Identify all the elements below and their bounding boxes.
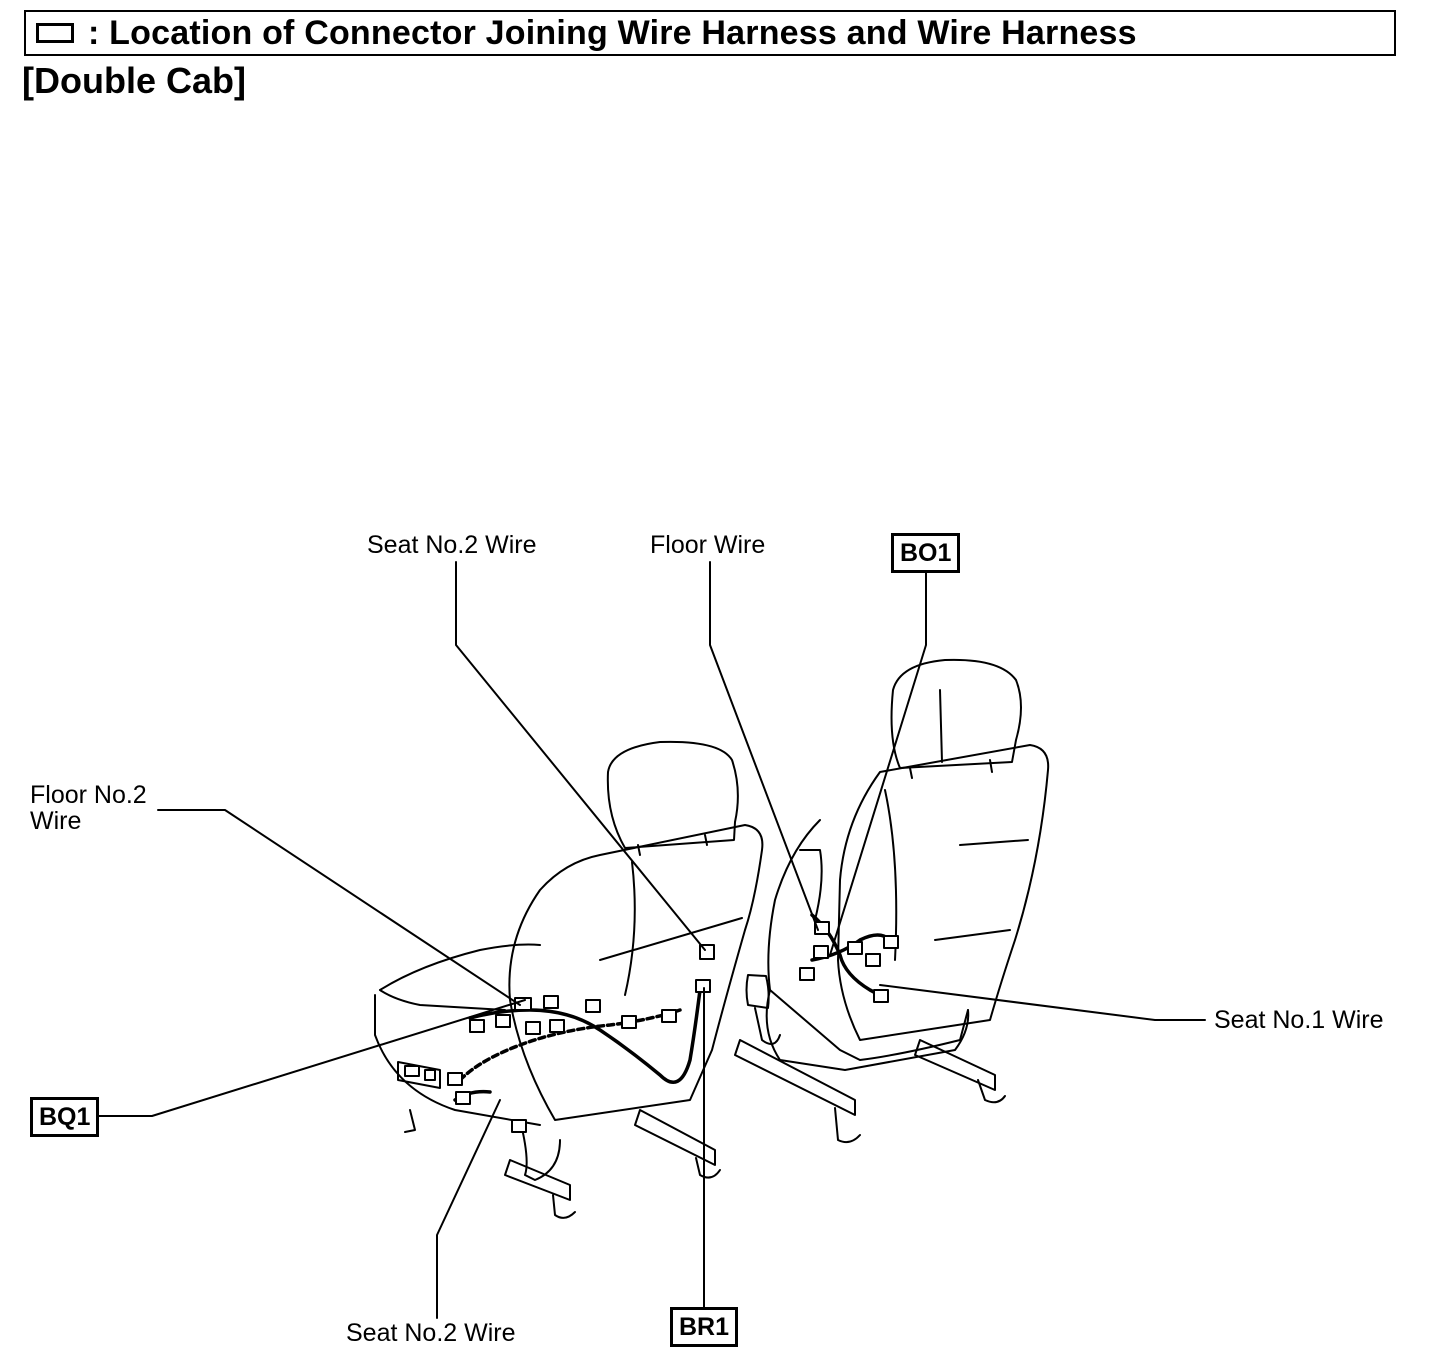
floor-no2-wire-label-line2: Wire <box>30 807 82 835</box>
floor-no2-wire-label-line1: Floor No.2 <box>30 781 147 809</box>
seat-no2-wire-bottom-label: Seat No.2 Wire <box>346 1319 516 1347</box>
connector-bq1: BQ1 <box>30 1097 100 1137</box>
right-seat <box>734 658 1050 1144</box>
left-seat <box>374 740 764 1219</box>
connector-box-icon <box>36 23 74 43</box>
page-subtitle: [Double Cab] <box>22 60 246 101</box>
leader-lines <box>97 561 1206 1319</box>
page-title: : Location of Connector Joining Wire Har… <box>88 13 1137 52</box>
title-bar: : Location of Connector Joining Wire Har… <box>24 10 1396 56</box>
seat-no2-wire-top-label: Seat No.2 Wire <box>367 531 537 559</box>
connector-br1: BR1 <box>670 1307 739 1347</box>
connector-bo1: BO1 <box>891 533 961 573</box>
floor-wire-label: Floor Wire <box>650 531 766 559</box>
seat-no1-wire-label: Seat No.1 Wire <box>1214 1006 1384 1034</box>
